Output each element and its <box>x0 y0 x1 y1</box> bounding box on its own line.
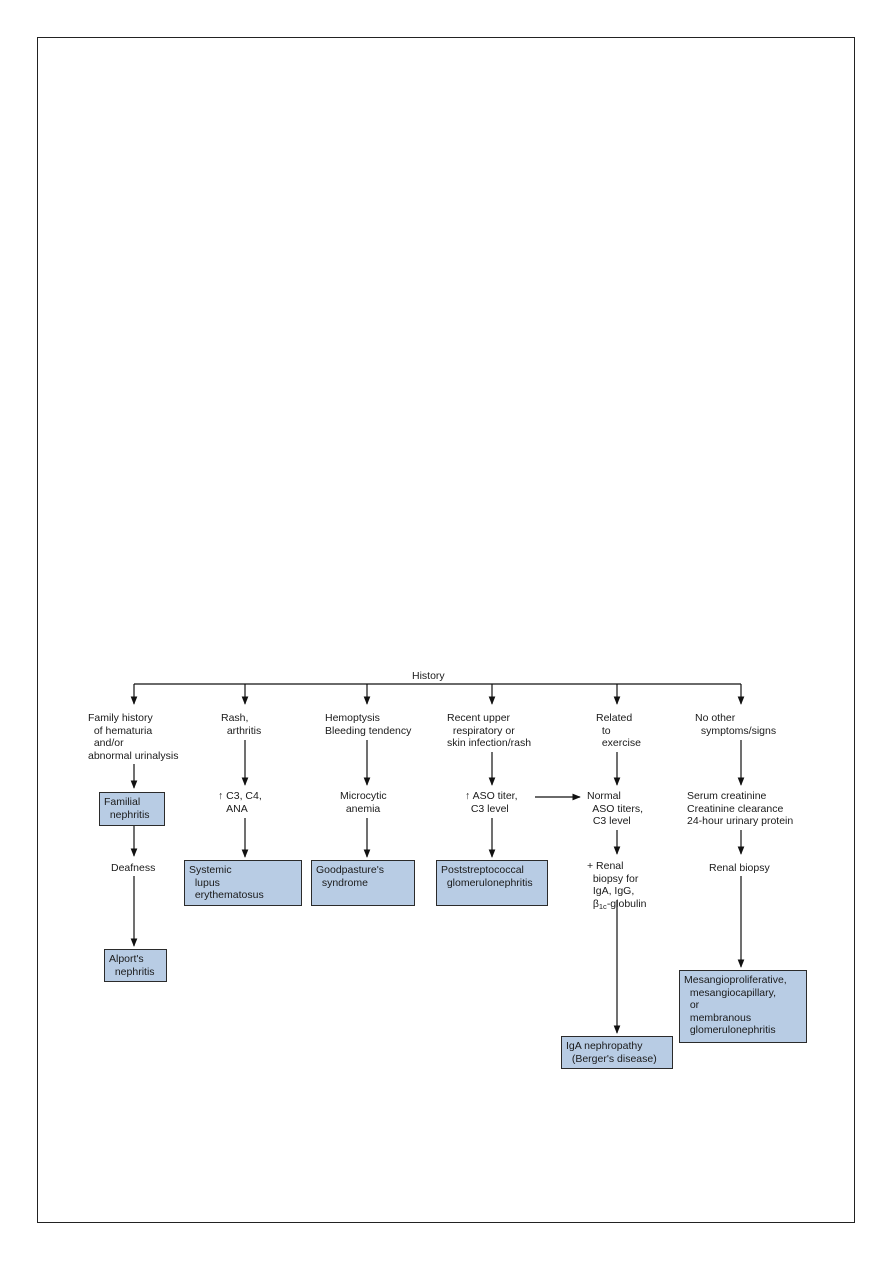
box-alports-nephritis: Alport's nephritis <box>104 949 167 982</box>
node-recent-infection: Recent upper respiratory or skin infecti… <box>447 712 532 749</box>
box-poststreptococcal: Poststreptococcal glomerulonephritis <box>436 860 548 906</box>
node-family-history: Family history of hematuria and/or abnor… <box>88 712 179 762</box>
node-microcytic-anemia: Microcytic anemia <box>340 790 387 815</box>
node-related-exercise: Related to exercise <box>596 712 641 749</box>
node-aso-titer: ↑ ASO titer, C3 level <box>465 790 518 815</box>
node-history: History <box>412 670 445 682</box>
node-renal-biopsy: Renal biopsy <box>709 862 770 874</box>
box-mesangioproliferative: Mesangioproliferative, mesangiocapillary… <box>679 970 807 1043</box>
node-normal-aso: Normal ASO titers, C3 level <box>587 790 644 827</box>
node-serum-creatinine: Serum creatinine Creatinine clearance 24… <box>687 790 794 827</box>
node-renal-biopsy-iga: + Renal biopsy for IgA, IgG, β1c-globuli… <box>587 860 647 911</box>
node-c3-c4-ana: ↑ C3, C4, ANA <box>218 790 262 815</box>
node-no-other-symptoms: No other symptoms/signs <box>695 712 777 737</box>
box-familial-nephritis: Familial nephritis <box>99 792 165 826</box>
box-systemic-lupus: Systemic lupus erythematosus <box>184 860 302 906</box>
box-goodpastures: Goodpasture's syndrome <box>311 860 415 906</box>
node-hemoptysis: Hemoptysis Bleeding tendency <box>325 712 412 737</box>
node-deafness: Deafness <box>111 862 156 874</box>
box-iga-nephropathy: IgA nephropathy (Berger's disease) <box>561 1036 673 1069</box>
node-rash-arthritis: Rash, arthritis <box>221 712 262 737</box>
